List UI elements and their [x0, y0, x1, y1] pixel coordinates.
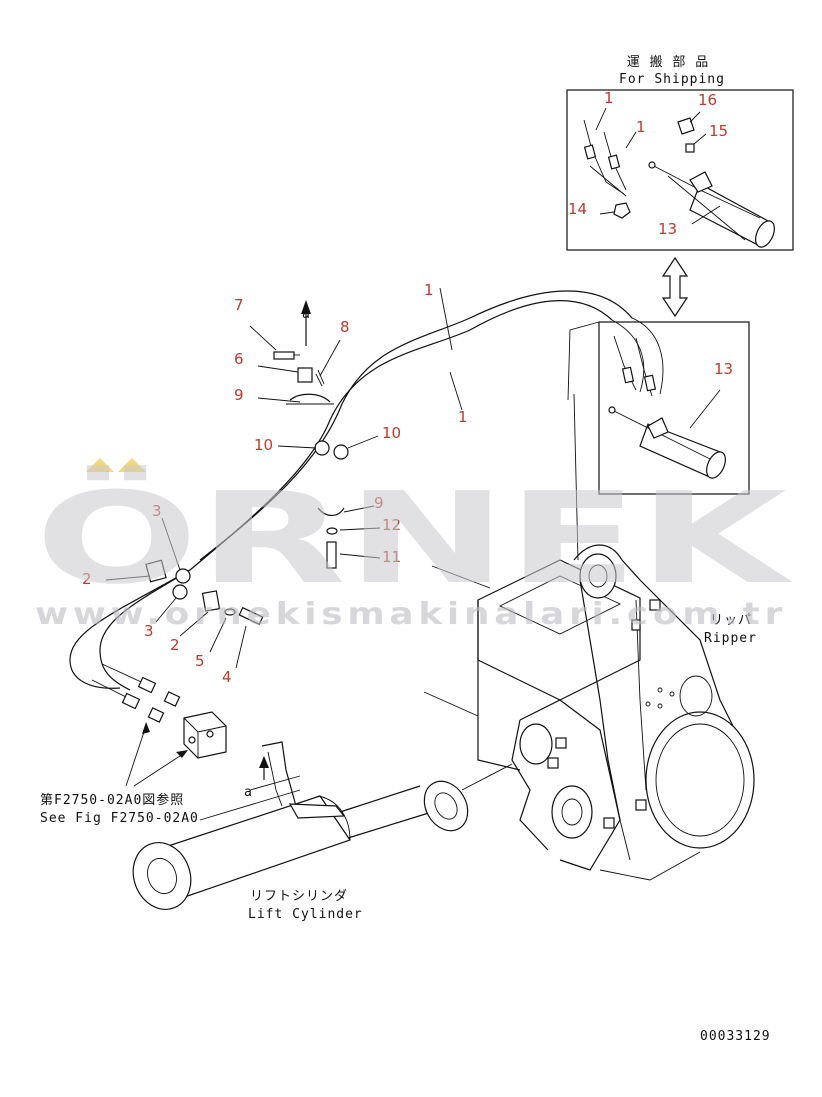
callout-16: 16 [698, 91, 717, 109]
clamp-2-upper [145, 559, 167, 583]
callout-3: 3 [144, 622, 154, 640]
ripper-en: Ripper [704, 631, 757, 646]
shipping-frame [566, 89, 794, 251]
watermark: ÖRNEK www.ornekismakinalari.com.tr [35, 458, 794, 632]
callout-12: 12 [382, 516, 401, 534]
watermark-brand: ÖRNEK [35, 464, 794, 612]
callout-11: 11 [382, 548, 401, 566]
arrow-a-bottom: a [244, 785, 253, 800]
callout-9: 9 [234, 386, 244, 404]
callout-13: 13 [714, 360, 733, 378]
detail-frame [598, 321, 750, 495]
ripper: リッパ Ripper [423, 544, 757, 881]
clamp-9-upper [289, 393, 331, 403]
callout-1: 1 [424, 281, 434, 299]
double-arrow [661, 256, 689, 318]
callout-14: 14 [568, 200, 587, 218]
watermark-url: www.ornekismakinalari.com.tr [35, 597, 787, 632]
callout-8: 8 [340, 318, 350, 336]
arrow-a-top: a [302, 307, 311, 322]
see-fig-jp: 第F2750-02A0図参照 [40, 792, 184, 808]
see-fig-en: See Fig F2750-02A0 [40, 811, 199, 826]
callout-3: 3 [152, 502, 162, 520]
callout-5: 5 [195, 652, 205, 670]
callout-7: 7 [234, 296, 244, 314]
watermark-accent-right [118, 458, 146, 472]
valve-block: 第F2750-02A0図参照 See Fig F2750-02A0 [40, 711, 227, 826]
fitting-15 [685, 143, 695, 153]
upper-clamp-assembly: a 7 6 8 9 10 10 9 12 11 [234, 296, 401, 569]
callout-13: 13 [658, 220, 677, 238]
callout-15: 15 [709, 122, 728, 140]
clamp-9-lower [317, 507, 345, 517]
callout-6: 6 [234, 350, 244, 368]
clamp-3-lower [172, 584, 188, 600]
ripper-jp: リッパ [710, 613, 752, 628]
lower-clamp-assembly: 2 3 3 2 5 4 [82, 502, 264, 686]
block-6 [297, 367, 313, 383]
callout-9: 9 [374, 494, 384, 512]
callout-10: 10 [382, 424, 401, 442]
washer-12 [326, 527, 338, 535]
detail-box: 13 [567, 321, 750, 561]
lift-cylinder: a リフトシリンダ Lift Cylinder [132, 741, 513, 922]
callout-1: 1 [458, 408, 468, 426]
callout-1: 1 [636, 118, 646, 136]
shipping-title-jp: 運 搬 部 品 [627, 55, 709, 70]
clamp-2-lower [201, 590, 221, 612]
callout-10: 10 [254, 436, 273, 454]
bolt-7 [273, 351, 295, 360]
bolt-11 [326, 541, 337, 569]
callout-2: 2 [170, 636, 180, 654]
shipping-title-en: For Shipping [619, 72, 725, 87]
clamp-10-right [333, 444, 349, 460]
washer-5 [224, 608, 236, 616]
callout-1: 1 [604, 89, 614, 107]
bolt-4 [238, 606, 264, 626]
callout-4: 4 [222, 668, 232, 686]
drawing-number: 00033129 [700, 1029, 771, 1044]
lift-cylinder-en: Lift Cylinder [248, 907, 363, 922]
clamp-3-upper [175, 568, 191, 584]
nut-14 [613, 202, 631, 219]
clamp-10-left [314, 440, 330, 456]
main-hoses: 1 1 [69, 281, 664, 723]
lift-cylinder-jp: リフトシリンダ [250, 889, 348, 904]
callout-2: 2 [82, 570, 92, 588]
shipping-box: 運 搬 部 品 For Shipping 1 1 16 15 14 13 [566, 55, 794, 251]
watermark-accent-left [86, 458, 114, 472]
